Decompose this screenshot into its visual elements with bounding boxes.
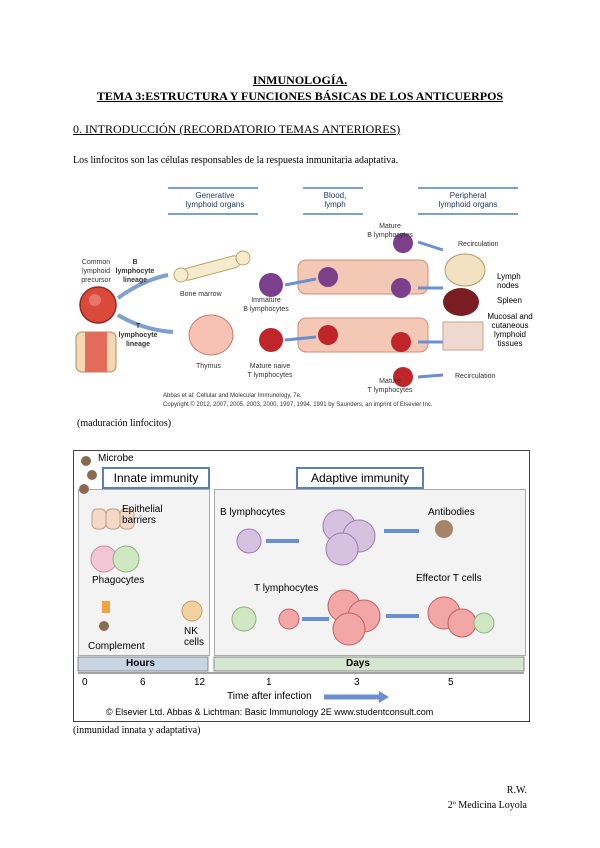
- bone-icon: [181, 255, 241, 281]
- tick-days-1: 1: [266, 677, 272, 688]
- document-title: INMUNOLOGÍA.: [252, 73, 348, 87]
- antibodies-label: Antibodies: [428, 507, 475, 518]
- lymph-nodes-label: Lymph nodes: [497, 272, 521, 290]
- spleen-label: Spleen: [497, 296, 522, 305]
- phagocytes-label: Phagocytes: [92, 575, 145, 586]
- epithelial-cells-icon: [91, 508, 107, 530]
- intro-paragraph: Los linfocitos son las células responsab…: [73, 155, 399, 166]
- immunity-diagram: [77, 456, 525, 703]
- immature-b-cell-icon: [259, 273, 283, 297]
- tick-days-3: 3: [354, 677, 360, 688]
- hours-bar: [77, 656, 209, 672]
- mucosal-tissue-icon: [442, 321, 484, 351]
- b-lymphocytes-label: B lymphocytes: [220, 507, 286, 518]
- effector-t-label: Effector T cells: [416, 573, 482, 584]
- footer-course: 2º Medicina Loyola: [447, 800, 527, 811]
- mature-t-label: Mature T lymphocytes: [367, 378, 413, 394]
- t-lymphocyte-icon: [278, 608, 300, 630]
- tick-hours-12: 12: [194, 677, 206, 688]
- tick-days-5: 5: [448, 677, 454, 688]
- adaptive-title: Adaptive immunity: [296, 467, 424, 489]
- innate-title: Innate immunity: [102, 467, 210, 489]
- recirculation-bottom-label: Recirculation: [455, 373, 496, 380]
- complement-label: Complement: [88, 641, 145, 652]
- thymus-label: Thymus: [196, 363, 221, 370]
- mature-t-cell-icon: [393, 367, 413, 387]
- col-generative-label: Generative lymphoid organs: [185, 191, 245, 209]
- mature-naive-t-label: Mature naive T lymphocytes: [247, 363, 293, 379]
- immature-b-label: Immature B lymphocytes: [243, 297, 289, 313]
- epithelial-label: Epithelial barriers: [122, 504, 163, 526]
- footer-author: R.W.: [506, 785, 527, 796]
- microbe-icon: [81, 456, 91, 466]
- figure2-caption: (inmunidad innata y adaptativa): [73, 725, 201, 736]
- mature-b-cell-icon: [393, 233, 413, 253]
- tick-hours-0: 0: [82, 677, 88, 688]
- tick-hours-6: 6: [140, 677, 146, 688]
- bone-marrow-label: Bone marrow: [180, 291, 222, 298]
- nk-cell-icon: [181, 600, 203, 622]
- antibodies-icon: [435, 520, 453, 538]
- complement-icon: [102, 601, 110, 613]
- immunity-figure: Innate immunity Adaptive immunity Microb…: [73, 450, 530, 722]
- b-lineage-label: B lymphocyte lineage: [115, 259, 155, 284]
- figure1-credit2: Copyright © 2012, 2007, 2005, 2003, 2000…: [163, 402, 433, 408]
- document-subtitle: TEMA 3:ESTRUCTURA Y FUNCIONES BÁSICAS DE…: [96, 89, 504, 103]
- col-peripheral-label: Peripheral lymphoid organs: [438, 191, 498, 209]
- lymphocyte-maturation-figure: [73, 180, 528, 415]
- mucosal-label: Mucosal and cutaneous lymphoid tissues: [487, 312, 533, 348]
- days-bar: [213, 656, 525, 672]
- apc-icon: [231, 606, 257, 632]
- nk-cells-label: NK cells: [184, 626, 205, 648]
- mature-b-label: Mature B lymphocytes: [367, 223, 413, 239]
- section-heading: 0. INTRODUCCIÓN (RECORDATORIO TEMAS ANTE…: [73, 122, 401, 136]
- figure2-credit: © Elsevier Ltd. Abbas & Lichtman: Basic …: [106, 707, 434, 717]
- t-lineage-label: T lymphocyte lineage: [118, 323, 158, 348]
- hours-label: Hours: [126, 658, 155, 669]
- maturation-diagram: [75, 187, 518, 387]
- b-lymphocyte-icon: [236, 528, 262, 554]
- figure1-caption: (maduración linfocitos): [77, 418, 172, 429]
- recirculation-top-label: Recirculation: [458, 241, 499, 248]
- days-label: Days: [346, 658, 370, 669]
- microbe-label: Microbe: [98, 453, 134, 464]
- lymph-node-icon: [444, 253, 486, 287]
- common-precursor-label: Common lymphoid precursor: [81, 259, 111, 284]
- t-lymphocytes-label: T lymphocytes: [254, 583, 319, 594]
- spleen-icon: [443, 288, 479, 316]
- col-blood-label: Blood, lymph: [323, 191, 347, 209]
- figure1-credit1: Abbas et al: Cellular and Molecular Immu…: [163, 393, 302, 399]
- time-after-infection-label: Time after infection: [227, 691, 312, 702]
- naive-t-cell-icon: [259, 328, 283, 352]
- thymus-icon: [188, 314, 234, 356]
